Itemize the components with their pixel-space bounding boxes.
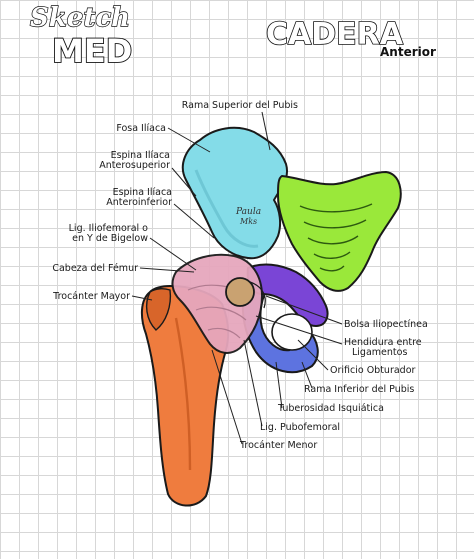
obturator-foramen	[271, 313, 313, 351]
lead-trocanter-menor	[211, 349, 243, 445]
lead-espina-anterosuperior	[171, 167, 197, 197]
label-tuberosidad-isquiatica: Tuberosidad Isquiática	[277, 403, 384, 414]
label-cabeza-femur: Cabeza del Fémur	[52, 263, 138, 274]
label-lig-iliofemoral-2: en Y de Bigelow	[72, 233, 148, 244]
label-trocanter-menor: Trocánter Menor	[239, 440, 317, 451]
bursa-band	[249, 281, 266, 309]
sketchmed-logo: Sketch MED	[29, 2, 133, 71]
lead-cabeza-femur	[139, 267, 195, 273]
lead-hendidura	[255, 315, 343, 345]
label-rama-inferior-pubis: Rama Inferior del Pubis	[304, 384, 414, 395]
label-orificio-obturador: Orificio Obturador	[330, 365, 416, 376]
labels: Rama Superior del Pubis Fosa Ilíaca Espi…	[52, 100, 428, 451]
lead-lig-pubofemoral	[243, 339, 263, 427]
femur-shaft-shade	[174, 317, 192, 471]
label-hendidura-2: Ligamentos	[352, 347, 407, 358]
label-espina-anteroinferior-1: Espina Ilíaca	[113, 187, 172, 198]
lead-orificio-obturador	[297, 339, 329, 371]
sacrum-bone	[276, 170, 402, 292]
signature-line1: Paula	[235, 207, 261, 217]
signature-line2: Mks	[239, 217, 257, 226]
lead-espina-anteroinferior	[173, 203, 215, 239]
label-rama-superior-pubis: Rama Superior del Pubis	[182, 100, 298, 111]
leader-lines	[131, 111, 343, 445]
page-title: CADERA	[266, 17, 404, 52]
logo-line2: MED	[52, 32, 132, 70]
logo-line1: Sketch	[30, 3, 130, 33]
lead-trocanter-mayor	[131, 295, 153, 301]
lead-rama-superior	[261, 111, 271, 151]
ilium-bone	[181, 126, 288, 260]
label-espina-anteroinferior-2: Anteroinferior	[106, 197, 172, 208]
lead-rama-inferior	[301, 361, 313, 389]
label-hendidura-1: Hendidura entre	[344, 337, 422, 348]
label-bolsa-iliopectinea: Bolsa Iliopectínea	[344, 319, 428, 330]
label-espina-anterosuperior-2: Anterosuperior	[99, 160, 170, 171]
label-fosa-iliaca: Fosa Ilíaca	[116, 123, 166, 134]
artist-signature: Paula Mks	[235, 207, 261, 226]
lead-lig-iliofemoral	[149, 237, 197, 271]
lead-fosa-iliaca	[167, 127, 211, 153]
greater-trochanter	[145, 287, 172, 331]
sacral-foramina	[299, 203, 373, 272]
lead-tuberosidad	[275, 361, 283, 409]
ilium-shade	[194, 169, 259, 248]
femoral-head	[225, 277, 255, 307]
label-lig-iliofemoral-1: Lig. Iliofemoral o	[69, 223, 149, 234]
label-trocanter-mayor: Trocánter Mayor	[52, 291, 130, 302]
label-lig-pubofemoral: Lig. Pubofemoral	[260, 422, 340, 433]
label-espina-anterosuperior-1: Espina Ilíaca	[111, 150, 170, 161]
lead-bolsa-iliopectinea	[265, 295, 343, 325]
page-subtitle: Anterior	[380, 45, 436, 59]
